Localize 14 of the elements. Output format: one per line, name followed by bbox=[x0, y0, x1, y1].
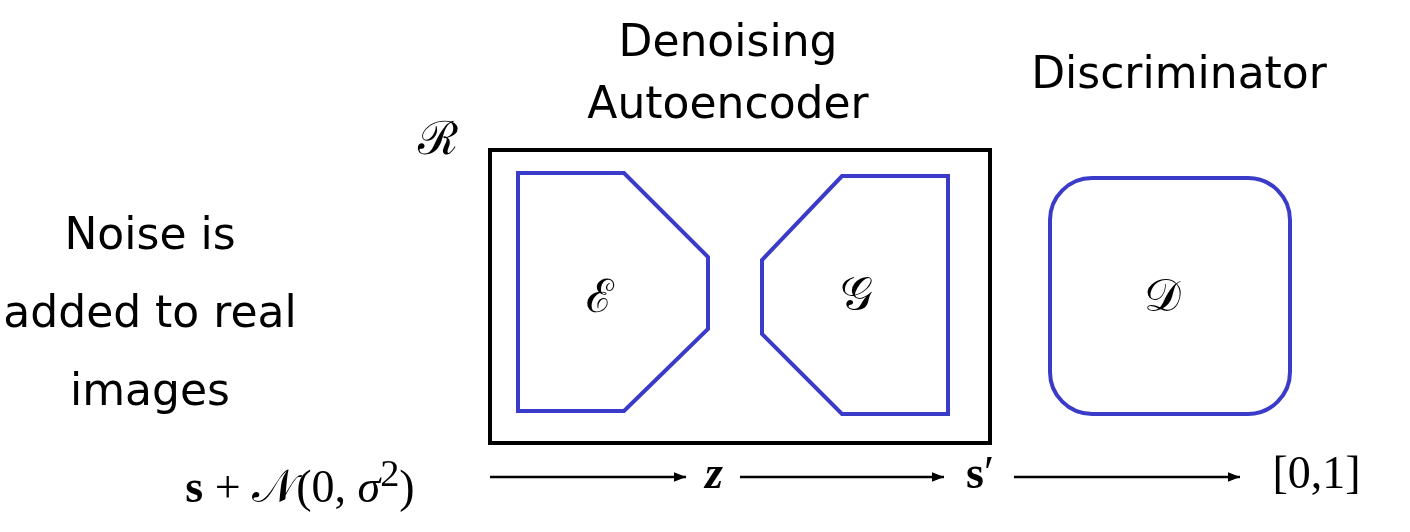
arrow bbox=[1014, 472, 1240, 482]
math-expression: s + 𝒩(0, σ$^{2}$) bbox=[184, 451, 416, 515]
math-expression: [0,1] bbox=[1271, 446, 1362, 500]
node-symbol: ℰ bbox=[586, 268, 614, 325]
node-symbol: 𝒟 bbox=[1144, 268, 1181, 323]
node-heading: Discriminator bbox=[1030, 46, 1328, 100]
note-text: Noise is added to real images bbox=[2, 207, 298, 417]
node-symbol: ℛ bbox=[418, 110, 458, 167]
arrow bbox=[740, 472, 944, 482]
math-expression: z bbox=[702, 446, 724, 500]
node-symbol: 𝒢 bbox=[840, 266, 873, 321]
math-expression: s′ bbox=[965, 446, 995, 500]
node-heading: Denoising Autoencoder bbox=[586, 14, 870, 130]
arrow bbox=[490, 472, 686, 482]
